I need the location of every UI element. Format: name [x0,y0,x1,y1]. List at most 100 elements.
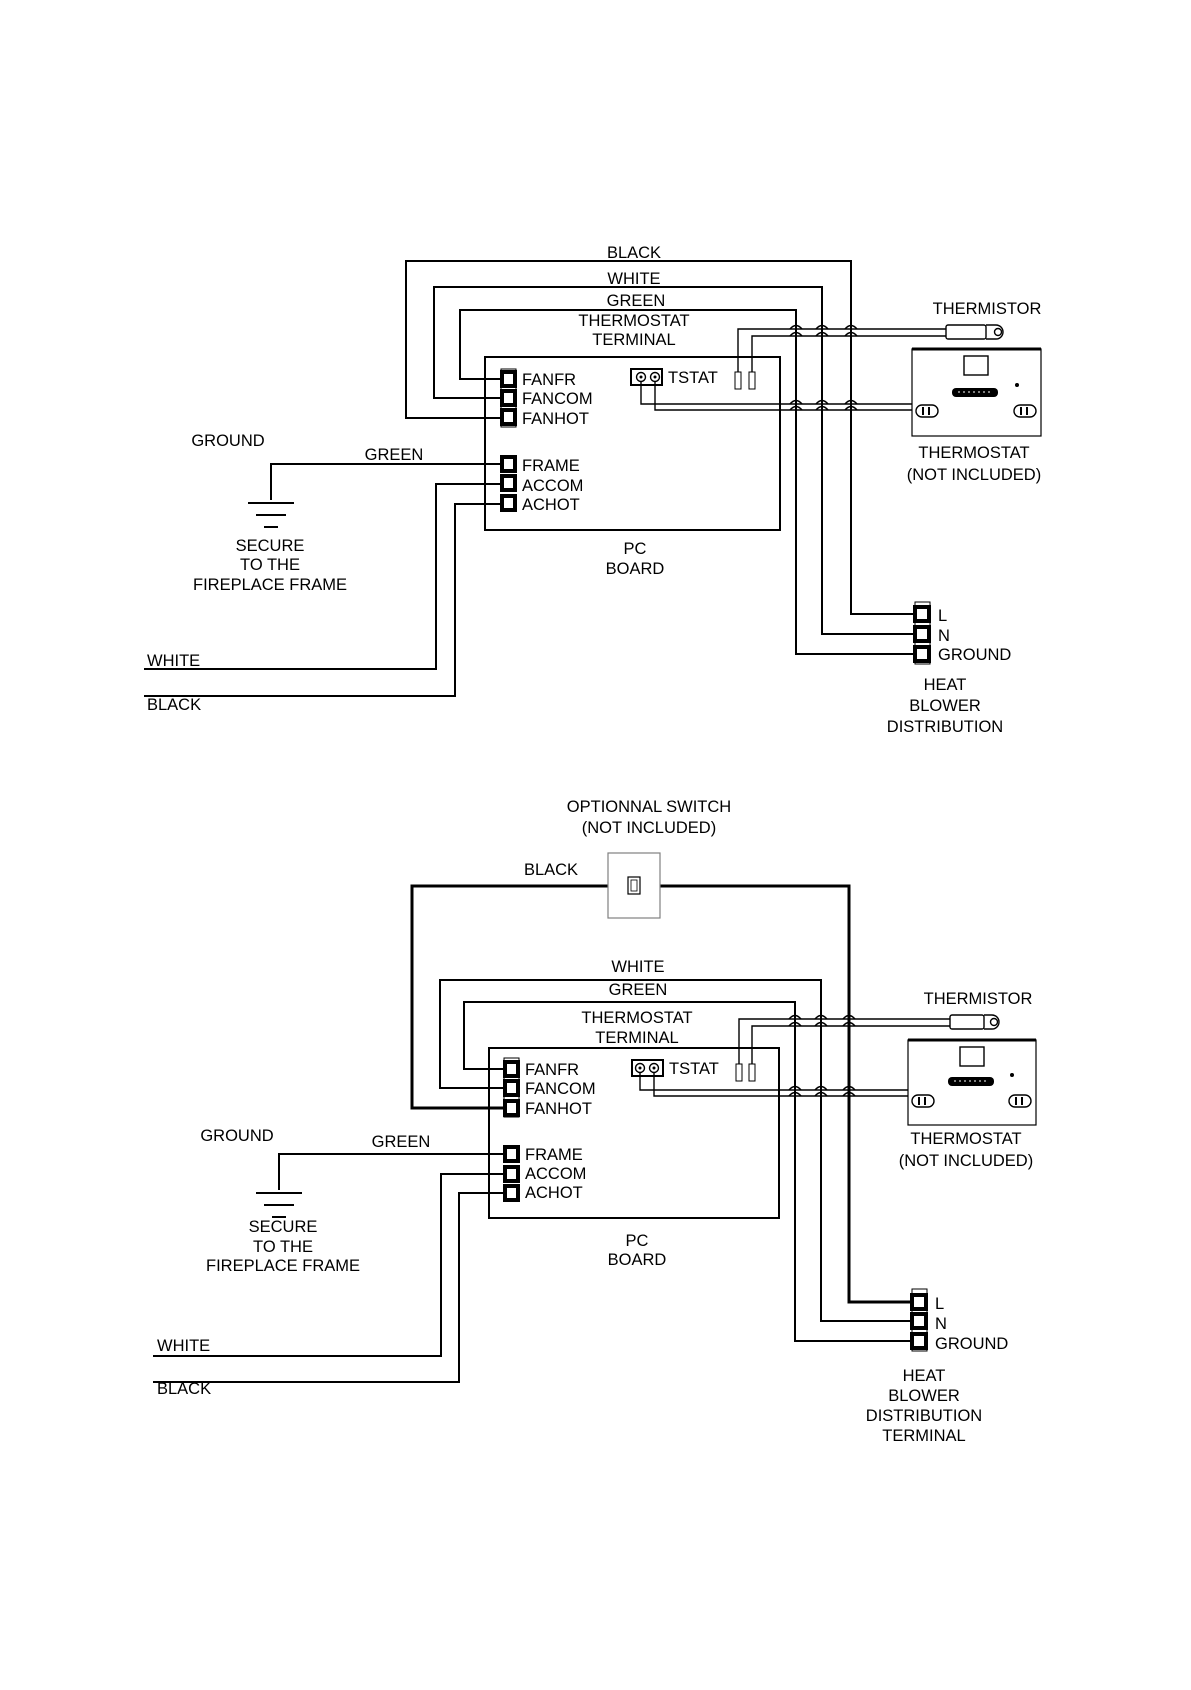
diagram-1-wires [144,260,946,697]
d2-distribution-caption: TERMINAL [882,1427,965,1445]
d2-thermistor-probe [949,1014,1000,1030]
d2-crossover [788,1014,856,1020]
d2-terminal-frame-label: FRAME [525,1146,583,1164]
d2-terminal-fancom-label: FANCOM [525,1080,596,1098]
d1-ground-symbol [248,502,294,528]
d1-tstat-wire [654,381,912,411]
d2-white-wire [439,979,910,1322]
d1-power-terminal-block [500,455,517,512]
d1-crossover [789,324,858,330]
d1-ground-label: GROUND [191,432,264,450]
d2-distribution-n-label: N [935,1315,947,1333]
d2-fan-terminal-block [503,1057,520,1118]
d1-green-wire [459,309,913,655]
d1-green-wire-label: GREEN [607,292,666,310]
d2-distribution-caption: HEAT [903,1367,946,1385]
d2-crossover [788,1021,856,1027]
d1-pc-board-label: BOARD [606,560,665,578]
d2-tstat-wire [639,1072,908,1091]
d2-pc-board [488,1047,780,1219]
d2-distribution-terminal-block [910,1288,928,1352]
d1-distribution-l-label: L [938,607,947,625]
d1-thermistor-probe [945,324,1004,340]
d1-terminal-accom-label: ACCOM [522,477,583,495]
d1-black-wire [405,260,913,615]
d2-green-wire-label: GREEN [609,981,668,999]
d1-terminal-fanfr-label: FANFR [522,371,576,389]
d2-distribution-l-label: L [935,1295,944,1313]
d2-achot-wire [153,1192,506,1383]
d2-terminal-fanhot-label: FANHOT [525,1100,592,1118]
d2-distribution-ground-label: GROUND [935,1335,1008,1353]
d2-thermostat-terminal-label: TERMINAL [595,1029,678,1047]
d2-black-wire [660,884,910,1304]
d1-accom-wire [144,483,503,670]
d1-distribution-caption: BLOWER [909,697,981,715]
d2-thermistor-lead [751,1025,950,1064]
d2-green-wire [463,1001,910,1342]
d1-ground-wire-label: GREEN [365,446,424,464]
d1-tstat-wire [640,381,912,405]
d1-distribution-caption: HEAT [924,676,967,694]
d1-secure-label: FIREPLACE FRAME [193,576,347,594]
d2-switch-caption: OPTIONNAL SWITCH [567,798,731,816]
d1-secure-label: TO THE [240,556,300,574]
d2-ground-wire-label: GREEN [372,1133,431,1151]
d1-thermostat-unit [911,347,1042,437]
d1-thermostat-label: THERMOSTAT [918,444,1029,462]
d1-distribution-terminal-block [913,601,931,665]
d2-supply-black-label: BLACK [157,1380,211,1398]
d1-terminal-achot-label: ACHOT [522,496,580,514]
d1-white-wire-label: WHITE [607,270,660,288]
d2-crossover [788,1091,856,1097]
d2-thermostat-unit [907,1038,1037,1126]
d1-terminal-frame-label: FRAME [522,457,580,475]
d1-distribution-ground-label: GROUND [938,646,1011,664]
d2-terminal-accom-label: ACCOM [525,1165,586,1183]
diagram-2-wires [153,884,950,1383]
diagram-1: BLACK WHITE GREEN THERMOSTAT TERMINAL TH… [144,244,1042,736]
d1-thermistor-lead [751,335,946,372]
d2-ground-symbol [256,1192,302,1218]
d2-terminal-achot-label: ACHOT [525,1184,583,1202]
d2-white-wire-label: WHITE [611,958,664,976]
d1-achot-wire [144,503,503,697]
d1-thermostat-terminal-label: THERMOSTAT [578,312,689,330]
d2-thermostat-terminal-label: THERMOSTAT [581,1009,692,1027]
d1-terminal-fancom-label: FANCOM [522,390,593,408]
d1-supply-black-label: BLACK [147,696,201,714]
d1-thermistor-label: THERMISTOR [933,300,1042,318]
d2-secure-label: TO THE [253,1238,313,1256]
diagram-2-crossovers [788,1014,856,1097]
d2-optional-switch [607,852,661,919]
d2-tstat-wire [653,1072,908,1097]
d2-thermostat-terminal-pins [735,1063,756,1082]
d2-supply-white-label: WHITE [157,1337,210,1355]
d1-ground-wire [270,463,503,500]
d2-pc-board-label: PC [626,1232,649,1250]
d2-accom-wire [153,1173,506,1357]
d2-tstat-label: TSTAT [669,1060,719,1078]
d1-crossover [789,399,858,405]
d1-distribution-caption: DISTRIBUTION [887,718,1003,736]
d1-secure-label: SECURE [236,537,305,555]
d2-distribution-caption: BLOWER [888,1387,960,1405]
diagram-2: OPTIONNAL SWITCH (NOT INCLUDED) BLACK WH… [153,798,1037,1445]
d1-crossover [789,331,858,337]
d2-thermostat-label: (NOT INCLUDED) [899,1152,1033,1170]
d2-tstat-connector [631,1059,664,1077]
d1-tstat-label: TSTAT [668,369,718,387]
d2-black-wire-label: BLACK [524,861,578,879]
d2-secure-label: FIREPLACE FRAME [206,1257,360,1275]
d1-fan-terminal-block [500,368,517,428]
d2-pc-board-label: BOARD [608,1251,667,1269]
d2-secure-label: SECURE [249,1218,318,1236]
d1-distribution-n-label: N [938,627,950,645]
d2-terminal-fanfr-label: FANFR [525,1061,579,1079]
d1-thermostat-label: (NOT INCLUDED) [907,466,1041,484]
d1-pc-board [484,356,781,531]
d2-switch-caption: (NOT INCLUDED) [582,819,716,837]
d1-thermostat-terminal-pins [734,371,756,390]
d1-white-wire [433,286,913,635]
